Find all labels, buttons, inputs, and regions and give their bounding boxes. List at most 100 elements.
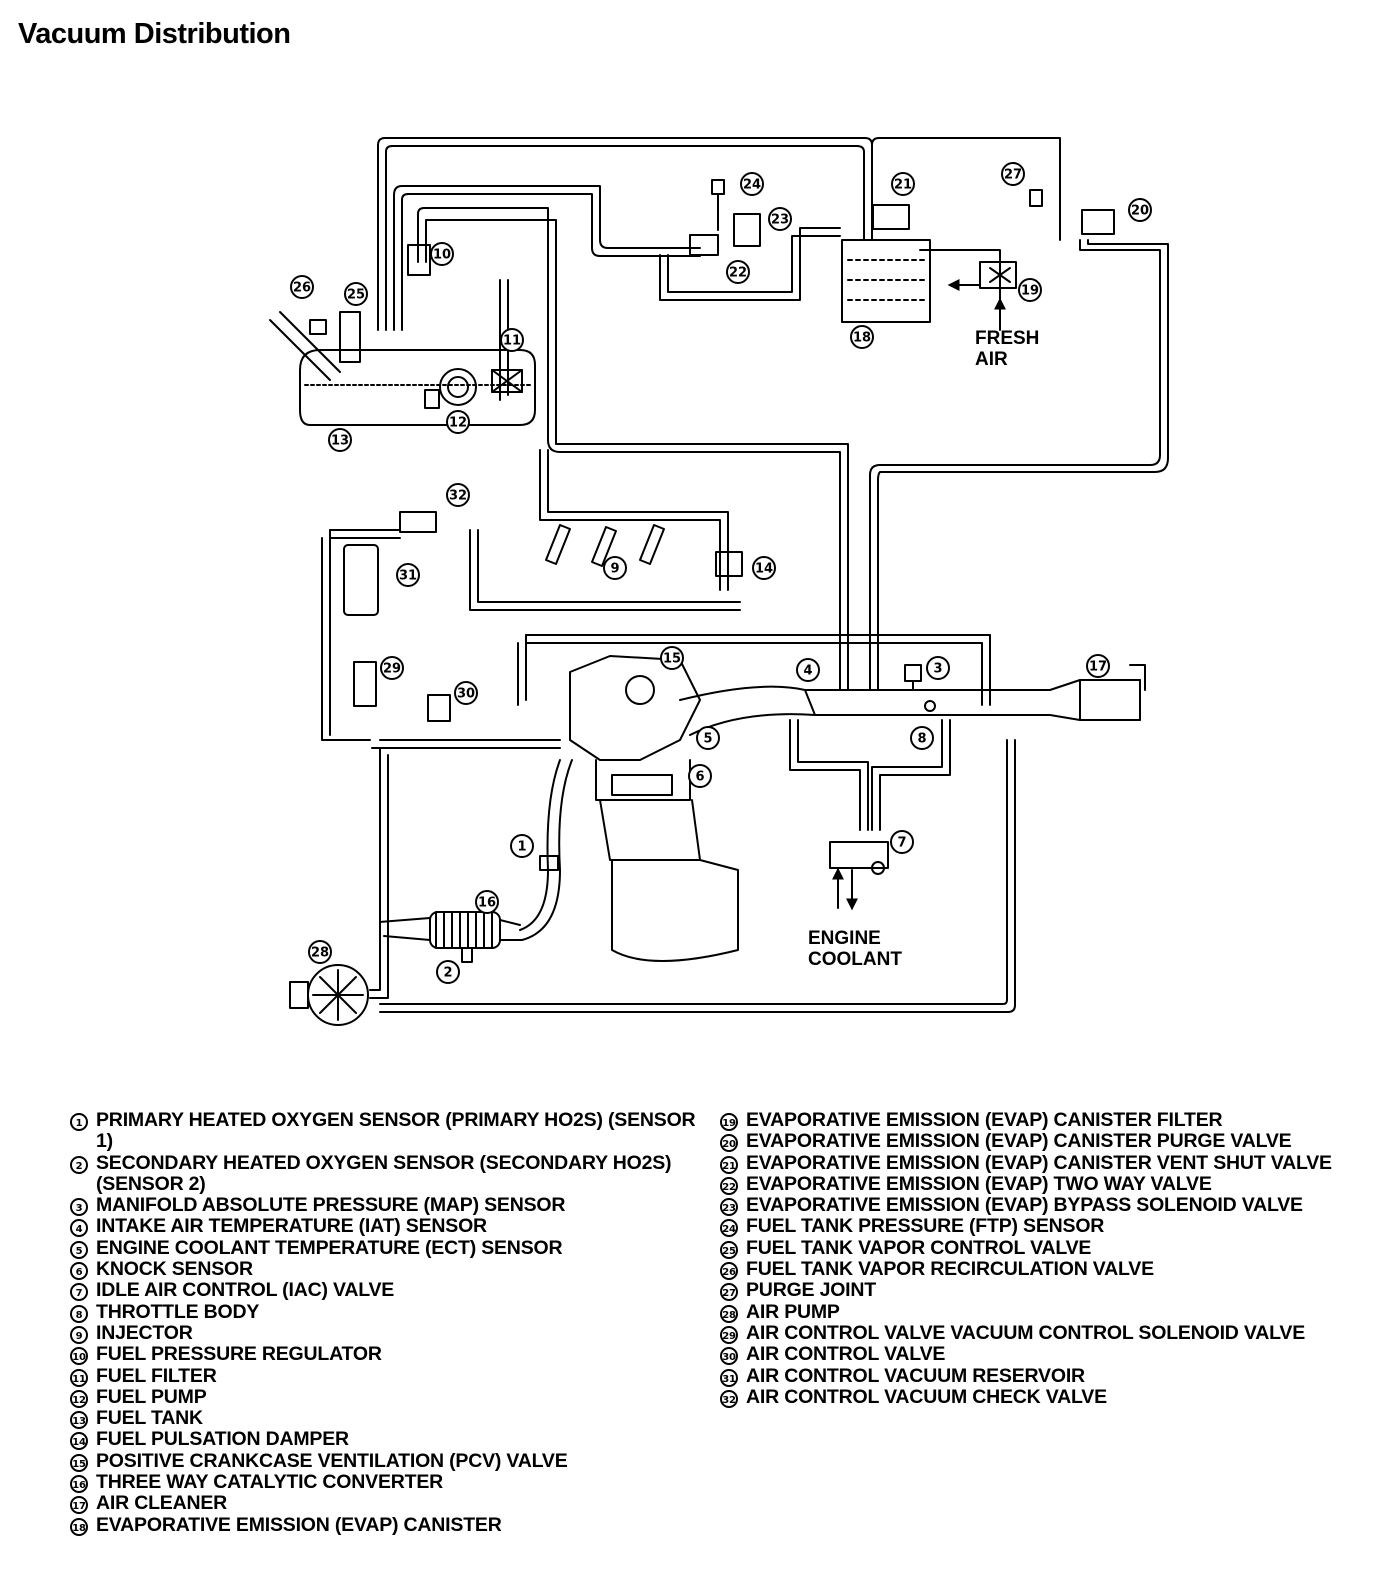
callout-number: 28: [311, 946, 329, 961]
callout-number: 7: [897, 836, 906, 851]
callout-22: 22: [726, 260, 750, 284]
legend-text: INJECTOR: [96, 1321, 193, 1344]
iac-valve: [829, 841, 889, 869]
callout-30: 30: [454, 681, 478, 705]
callout-number: 5: [703, 732, 712, 747]
legend-text: FUEL TANK PRESSURE (FTP) SENSOR: [746, 1215, 1105, 1238]
legend-number: 1: [70, 1113, 88, 1131]
legend-number: 4: [70, 1219, 88, 1238]
legend-number: 15: [70, 1453, 88, 1472]
legend-number: 7: [70, 1283, 88, 1302]
primary-ho2s: [539, 855, 559, 871]
engine-coolant-label-line2: COOLANT: [808, 949, 902, 970]
callout-19: 19: [1018, 278, 1042, 302]
legend-number: 20: [720, 1134, 738, 1153]
callout-number: 26: [293, 281, 311, 296]
legend-item: 11 FUEL FILTER: [70, 1364, 710, 1387]
air-pump: [289, 964, 369, 1026]
callout-number: 9: [610, 562, 619, 577]
callout-number: 6: [695, 770, 704, 785]
air-control-valve: [427, 694, 451, 722]
callout-number: 27: [1004, 168, 1022, 183]
callout-2: 2: [436, 960, 460, 984]
callout-3: 3: [926, 656, 950, 680]
callout-27: 27: [1001, 162, 1025, 186]
callout-number: 15: [663, 652, 681, 667]
control-solenoid: [353, 661, 377, 707]
vacuum-diagram: 1234567891011121314151617181920212223242…: [269, 137, 1169, 1026]
legend-text: AIR PUMP: [746, 1300, 840, 1323]
legend-number: 27: [720, 1283, 738, 1302]
legend-text: FUEL TANK: [96, 1407, 203, 1430]
callout-number: 11: [503, 334, 521, 349]
legend-text: EVAPORATIVE EMISSION (EVAP) TWO WAY VALV…: [746, 1172, 1212, 1195]
legend-number: 21: [720, 1155, 738, 1174]
callout-number: 13: [331, 434, 349, 449]
fresh-air-label-line1: FRESH: [975, 328, 1039, 349]
callout-number: 23: [771, 213, 789, 228]
callout-1: 1: [510, 834, 534, 858]
check-valve: [399, 511, 437, 533]
callout-number: 1: [517, 840, 526, 855]
callout-number: 4: [803, 664, 812, 679]
callout-15: 15: [660, 646, 684, 670]
canister-filter: [947, 261, 1017, 331]
legend-number: 26: [720, 1262, 738, 1281]
callout-number: 14: [755, 562, 773, 577]
legend-number: 17: [70, 1496, 88, 1515]
evap-canister: [841, 204, 931, 323]
callout-number: 24: [743, 178, 761, 193]
legend-text: POSITIVE CRANKCASE VENTILATION (PCV) VAL…: [96, 1449, 568, 1472]
callout-number: 25: [347, 288, 365, 303]
injectors: [545, 524, 665, 567]
legend-number: 3: [70, 1198, 88, 1217]
ftp-sensor: [711, 179, 725, 195]
legend-number: 18: [70, 1517, 88, 1536]
callout-5: 5: [696, 726, 720, 750]
callout-16: 16: [475, 890, 499, 914]
legend-text: AIR CONTROL VACUUM CHECK VALVE: [746, 1385, 1107, 1408]
legend-number: 23: [720, 1198, 738, 1217]
callouts: 1234567891011121314151617181920212223242…: [290, 162, 1152, 984]
callout-7: 7: [890, 830, 914, 854]
callout-17: 17: [1086, 654, 1110, 678]
legend-number: 11: [70, 1368, 88, 1387]
callout-14: 14: [752, 556, 776, 580]
callout-21: 21: [891, 172, 915, 196]
legend-text: FUEL FILTER: [96, 1364, 217, 1387]
callout-number: 17: [1089, 660, 1107, 675]
callout-20: 20: [1128, 198, 1152, 222]
callout-number: 18: [853, 331, 871, 346]
callout-11: 11: [500, 328, 524, 352]
fresh-air-label-line2: AIR: [975, 349, 1008, 370]
callout-26: 26: [290, 275, 314, 299]
callout-number: 32: [449, 489, 467, 504]
legend-number: 10: [70, 1347, 88, 1366]
page-title: Vacuum Distribution: [18, 18, 291, 50]
legend-number: 19: [720, 1113, 738, 1131]
legend-number: 8: [70, 1304, 88, 1323]
callout-9: 9: [603, 556, 627, 580]
legend-number: 16: [70, 1475, 88, 1494]
callout-number: 30: [457, 687, 475, 702]
legend-text: EVAPORATIVE EMISSION (EVAP) CANISTER: [96, 1513, 502, 1536]
callout-6: 6: [688, 764, 712, 788]
vacuum-hoses: [321, 137, 1169, 1013]
callout-number: 10: [433, 248, 451, 263]
callout-32: 32: [446, 483, 470, 507]
